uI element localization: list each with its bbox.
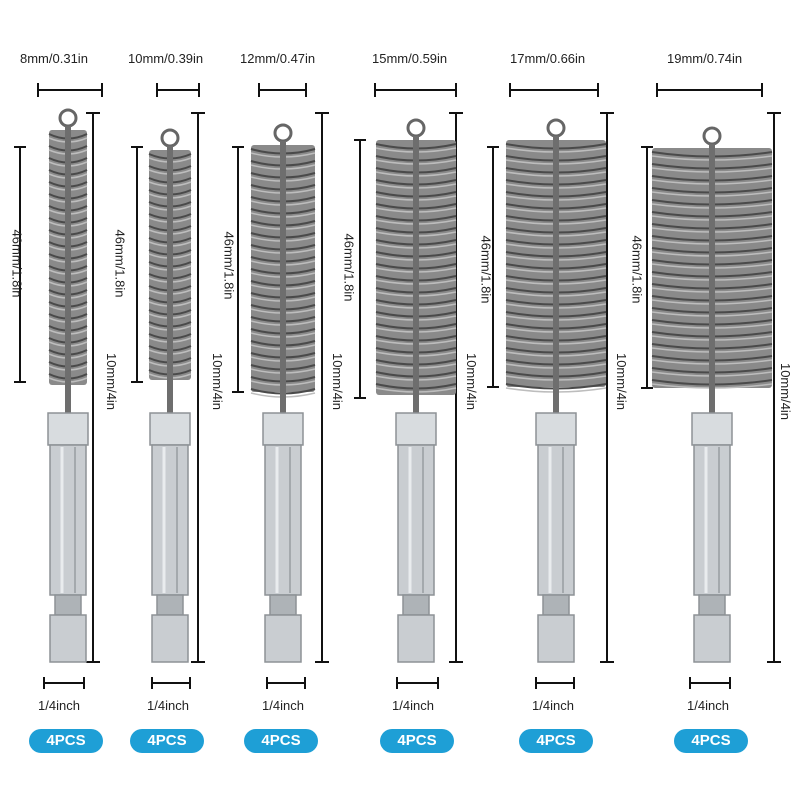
shank-tip-6 [693,614,731,663]
quantity-badge-6: 4PCS [674,729,748,753]
shank-groove-6 [698,594,726,616]
quantity-badge-2: 4PCS [130,729,204,753]
shank-collar-2 [149,412,191,446]
bristle-length-label-3: 46mm/1.8in [221,231,237,300]
hex-shank-1 [49,444,87,596]
hex-shank-4 [397,444,435,596]
shank-collar-3 [262,412,304,446]
wire-loop-2 [160,128,180,148]
shank-tip-1 [49,614,87,663]
wire-loop-4 [406,118,426,138]
quantity-badge-3: 4PCS [244,729,318,753]
shank-label-1: 1/4inch [38,698,80,713]
bristle-length-label-2: 46mm/1.8in [112,229,128,298]
quantity-badge-1: 4PCS [29,729,103,753]
hex-shank-3 [264,444,302,596]
shank-collar-1 [47,412,89,446]
diameter-label-2: 10mm/0.39in [128,51,204,66]
shank-groove-1 [54,594,82,616]
overall-length-label-4: 10mm/4in [464,352,480,411]
shank-tip-5 [537,614,575,663]
diameter-label-1: 8mm/0.31in [20,51,88,66]
twisted-wire-3 [280,141,286,428]
shank-groove-3 [269,594,297,616]
diameter-label-5: 17mm/0.66in [510,51,586,66]
overall-length-label-5: 10mm/4in [614,352,630,411]
shank-tip-3 [264,614,302,663]
diameter-label-6: 19mm/0.74in [667,51,743,66]
shank-label-4: 1/4inch [392,698,434,713]
shank-label-3: 1/4inch [262,698,304,713]
diameter-label-4: 15mm/0.59in [372,51,448,66]
bristle-length-label-1: 46mm/1.8in [9,229,25,298]
overall-length-label-6: 10mm/4in [778,362,794,421]
twisted-wire-2 [167,146,173,416]
wire-loop-1 [58,108,78,128]
wire-loop-6 [702,126,722,146]
wire-loop-5 [546,118,566,138]
shank-label-2: 1/4inch [147,698,189,713]
shank-groove-5 [542,594,570,616]
shank-label-6: 1/4inch [687,698,729,713]
hex-shank-5 [537,444,575,596]
shank-collar-5 [535,412,577,446]
bristle-length-label-4: 46mm/1.8in [341,233,357,302]
bristle-length-label-6: 46mm/1.8in [629,235,645,304]
wire-loop-3 [273,123,293,143]
hex-shank-2 [151,444,189,596]
overall-length-label-1: 10mm/4in [104,352,120,411]
twisted-wire-5 [553,136,559,423]
shank-tip-2 [151,614,189,663]
shank-groove-4 [402,594,430,616]
shank-groove-2 [156,594,184,616]
overall-length-label-3: 10mm/4in [330,352,346,411]
twisted-wire-6 [709,144,715,424]
shank-collar-6 [691,412,733,446]
hex-shank-6 [693,444,731,596]
bristle-length-label-5: 46mm/1.8in [478,235,494,304]
shank-tip-4 [397,614,435,663]
shank-label-5: 1/4inch [532,698,574,713]
twisted-wire-1 [65,126,71,421]
quantity-badge-4: 4PCS [380,729,454,753]
shank-collar-4 [395,412,437,446]
diameter-label-3: 12mm/0.47in [240,51,316,66]
quantity-badge-5: 4PCS [519,729,593,753]
overall-length-label-2: 10mm/4in [210,352,226,411]
twisted-wire-4 [413,136,419,431]
